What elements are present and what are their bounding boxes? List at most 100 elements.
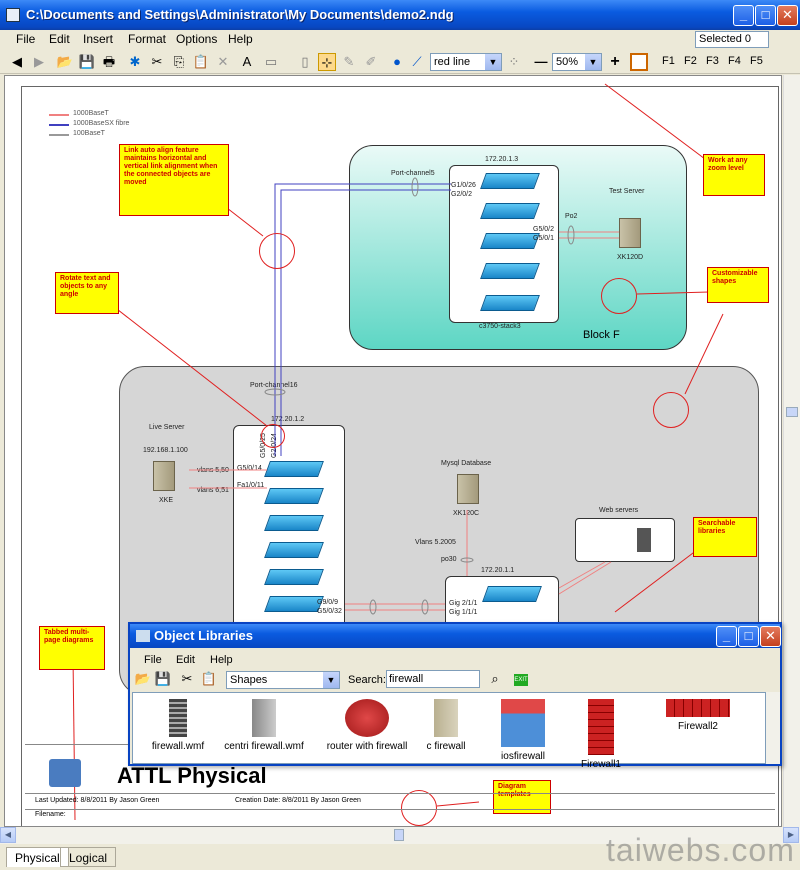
note-libraries[interactable]: Searchable libraries <box>693 517 757 557</box>
objlib-minimize-button[interactable]: _ <box>716 626 737 647</box>
zoom-select[interactable]: 50% ▼ <box>552 53 602 71</box>
minimize-button[interactable]: _ <box>733 5 754 26</box>
close-button[interactable]: ✕ <box>777 5 798 26</box>
f5-button[interactable]: F5 <box>750 55 763 67</box>
open-icon[interactable]: 📂 <box>56 54 74 69</box>
iosfirewall-icon <box>501 699 545 747</box>
bundle-marker <box>264 388 286 396</box>
menu-help[interactable]: Help <box>228 32 253 46</box>
fibre-link[interactable] <box>280 189 451 456</box>
server-icon[interactable] <box>619 218 641 248</box>
server-icon[interactable] <box>637 528 651 552</box>
save-icon[interactable]: 💾 <box>154 671 172 686</box>
link-icon[interactable]: ▭ <box>264 54 278 69</box>
tool-icon[interactable]: ✱ <box>129 54 141 69</box>
vertical-scrollbar[interactable] <box>783 75 800 827</box>
cut-icon[interactable]: ✂ <box>181 671 193 686</box>
objlib-menu-file[interactable]: File <box>144 654 162 666</box>
search-icon[interactable]: ⌕ <box>491 671 499 686</box>
library-item[interactable]: Firewall2 <box>653 699 743 732</box>
menu-edit[interactable]: Edit <box>49 32 70 46</box>
server-icon[interactable] <box>153 461 175 491</box>
paste-icon[interactable]: 📋 <box>192 54 210 69</box>
menu-format[interactable]: Format <box>128 32 167 46</box>
app-icon[interactable] <box>6 8 20 22</box>
delete-icon[interactable]: ✕ <box>217 54 229 69</box>
horizontal-scrollbar[interactable]: ◀ ▶ <box>0 827 800 844</box>
f1-button[interactable]: F1 <box>662 55 675 67</box>
align-icon[interactable]: ▯ <box>301 54 309 69</box>
bundle-marker <box>369 599 377 615</box>
note-tabbed[interactable]: Tabbed multi-page diagrams <box>39 626 105 670</box>
diagram-title: ATTL Physical <box>117 763 267 788</box>
web-servers-box[interactable] <box>575 518 675 562</box>
library-item[interactable]: c firewall <box>415 699 477 752</box>
library-item[interactable]: router with firewall <box>317 699 417 752</box>
line-tool-icon[interactable]: ⟋ <box>412 54 422 69</box>
objlib-maximize-button[interactable]: □ <box>738 626 759 647</box>
objlib-scrollbar[interactable] <box>766 692 780 764</box>
copper-link[interactable] <box>558 561 606 589</box>
zoom-in-icon[interactable]: + <box>610 53 620 70</box>
zoom-out-icon[interactable]: — <box>534 54 548 69</box>
filename-label: Filename: <box>35 811 66 818</box>
pen-icon[interactable]: ✎ <box>343 54 355 69</box>
note-rotate[interactable]: Rotate text and objects to any angle <box>55 272 119 314</box>
library-item[interactable]: centri firewall.wmf <box>219 699 309 752</box>
watermark: taiwebs.com <box>606 832 795 868</box>
selected-count: Selected 0 <box>695 31 769 48</box>
objlib-menu-edit[interactable]: Edit <box>176 654 195 666</box>
print-icon[interactable]: 🖶 <box>102 54 116 69</box>
legend-label: 100BaseT <box>73 130 105 137</box>
menu-file[interactable]: File <box>16 32 36 46</box>
cut-icon[interactable]: ✂ <box>151 54 163 69</box>
note-link-align[interactable]: Link auto align feature maintains horizo… <box>119 144 229 216</box>
chevron-down-icon[interactable]: ▼ <box>323 672 339 688</box>
copper-link[interactable] <box>558 561 612 595</box>
library-item[interactable]: iosfirewall <box>495 699 551 762</box>
chevron-down-icon[interactable]: ▼ <box>485 54 501 70</box>
node-icon[interactable]: ⁘ <box>508 54 520 69</box>
fibre-link[interactable] <box>274 183 451 456</box>
note-templates[interactable]: Diagram templates <box>493 780 551 814</box>
objlib-menu-help[interactable]: Help <box>210 654 233 666</box>
globe-icon[interactable]: ● <box>393 54 401 69</box>
menu-insert[interactable]: Insert <box>83 32 114 46</box>
object-libraries-window[interactable]: Object Libraries _ □ ✕ File Edit Help 📂 … <box>128 622 782 770</box>
library-item-label: firewall.wmf <box>151 741 205 752</box>
brush-icon[interactable]: ✐ <box>365 54 377 69</box>
library-item[interactable]: Firewall1 <box>571 699 631 770</box>
scroll-left-icon[interactable]: ◀ <box>0 827 16 843</box>
scroll-thumb[interactable] <box>786 407 798 417</box>
scroll-thumb[interactable] <box>394 829 404 841</box>
save-icon[interactable]: 💾 <box>78 54 96 69</box>
open-icon[interactable]: 📂 <box>134 671 152 686</box>
port-label: Fa1/0/11 <box>237 482 265 489</box>
note-zoom-level[interactable]: Work at any zoom level <box>703 154 765 196</box>
f4-button[interactable]: F4 <box>728 55 741 67</box>
menu-options[interactable]: Options <box>176 32 218 46</box>
snap-icon[interactable]: ⊹ <box>318 53 336 71</box>
tab-logical[interactable]: Logical <box>60 847 117 867</box>
fit-page-icon[interactable] <box>630 53 648 71</box>
library-item[interactable]: firewall.wmf <box>143 699 213 752</box>
scroll-right-icon[interactable]: ▶ <box>783 827 799 843</box>
category-select[interactable]: Shapes ▼ <box>226 671 340 689</box>
text-icon[interactable]: A <box>242 54 252 69</box>
exit-icon[interactable]: EXIT <box>514 674 528 686</box>
back-icon[interactable]: ◀ <box>12 54 22 69</box>
chevron-down-icon[interactable]: ▼ <box>585 54 601 70</box>
search-input[interactable] <box>386 670 480 688</box>
forward-icon[interactable]: ▶ <box>34 54 44 69</box>
maximize-button[interactable]: □ <box>755 5 776 26</box>
paste-icon[interactable]: 📋 <box>200 671 218 686</box>
tab-physical[interactable]: Physical <box>6 847 69 867</box>
copy-icon[interactable]: ⎘ <box>173 54 185 69</box>
f3-button[interactable]: F3 <box>706 55 719 67</box>
objlib-close-button[interactable]: ✕ <box>760 626 781 647</box>
f2-button[interactable]: F2 <box>684 55 697 67</box>
callout-line <box>226 207 264 237</box>
note-shapes[interactable]: Customizable shapes <box>707 267 769 303</box>
line-style-select[interactable]: red line ▼ <box>430 53 502 71</box>
server-icon[interactable] <box>457 474 479 504</box>
